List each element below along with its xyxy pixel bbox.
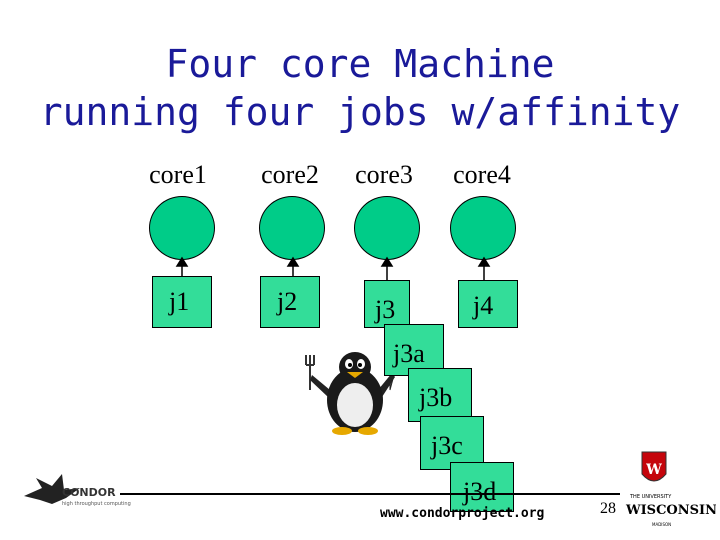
slide-title-line1: Four core Machine	[165, 42, 555, 86]
footer-url: www.condorproject.org	[380, 506, 545, 521]
job-j1-box: j1	[152, 276, 212, 328]
arrowhead-j1	[175, 256, 189, 267]
arrowhead-j4	[477, 256, 491, 267]
uw-line3: MADISON	[652, 522, 671, 527]
crest-letter: W	[645, 462, 662, 478]
penguin-mascot-icon	[305, 352, 395, 435]
job-j3a-label: j3a	[393, 339, 425, 368]
uw-wordmark: WISCONSIN	[625, 503, 716, 518]
arrowhead-j3	[380, 256, 394, 267]
core2-label: core2	[261, 160, 319, 189]
job-j3a-box: j3a	[384, 324, 444, 376]
job-j4-label: j4	[473, 291, 494, 320]
uw-line1: THE UNIVERSITY	[629, 494, 672, 500]
arrowhead-j2	[286, 256, 300, 267]
job-j2-label: j2	[277, 287, 298, 316]
slide-title-line2: running four jobs w/affinity	[39, 90, 681, 134]
footer-rule	[120, 493, 620, 495]
condor-wordmark: CONDOR	[62, 486, 116, 499]
job-j3d-label: j3d	[463, 477, 497, 506]
job-j3b-label: j3b	[419, 383, 453, 412]
job-j3-box: j3	[364, 280, 410, 328]
core1-label: core1	[149, 160, 207, 189]
core4-label: core4	[453, 160, 511, 189]
job-j1-label: j1	[169, 287, 190, 316]
uw-crest-icon	[641, 451, 667, 482]
job-j4-box: j4	[458, 280, 518, 328]
job-j3d-box: j3d	[450, 462, 514, 512]
page-number: 28	[600, 500, 616, 517]
condor-tagline: high throughput computing	[62, 501, 131, 507]
job-j3b-box: j3b	[408, 368, 472, 422]
job-j3-label: j3	[375, 295, 396, 324]
job-j3c-box: j3c	[420, 416, 484, 470]
condor-bird-icon	[24, 474, 80, 504]
uw-madison-logo: W THE UNIVERSITY WISCONSIN MADISON	[625, 451, 716, 527]
job-j2-box: j2	[260, 276, 320, 328]
job-j3c-label: j3c	[431, 431, 463, 460]
condor-logo: CONDOR high throughput computing	[24, 474, 131, 507]
core3-label: core3	[355, 160, 413, 189]
